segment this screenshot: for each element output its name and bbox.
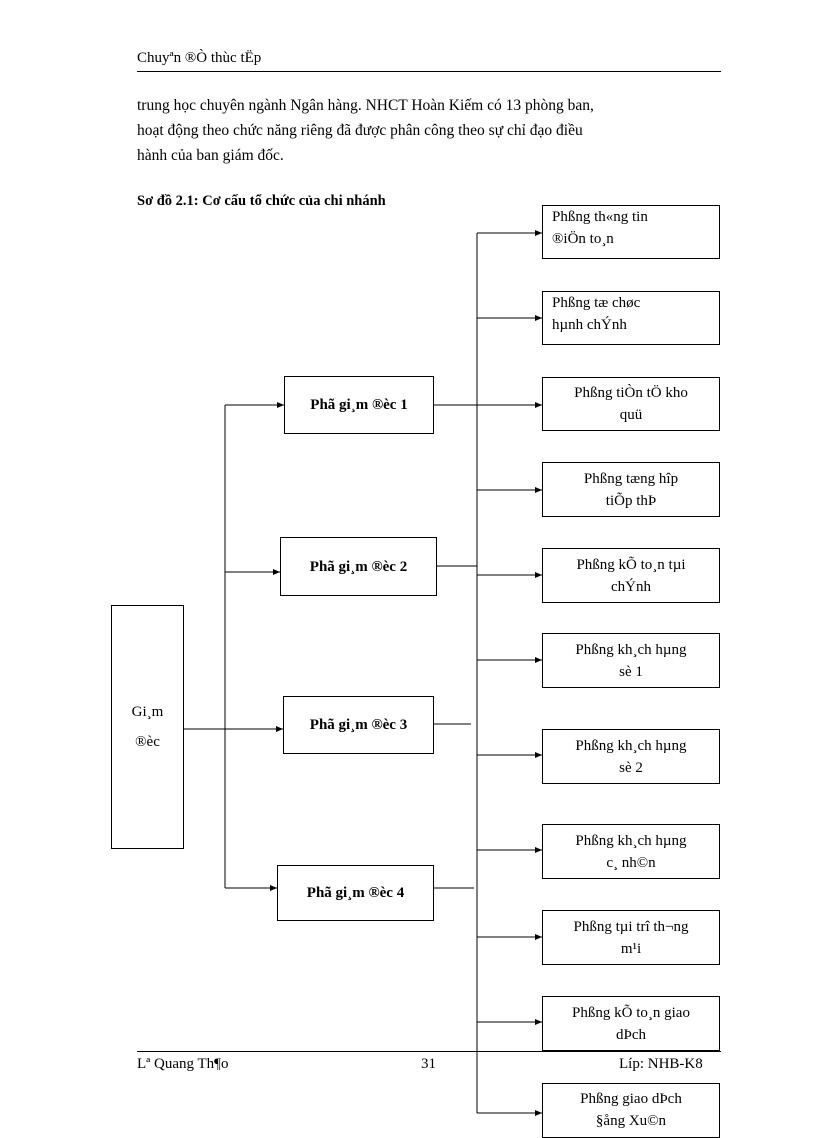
department-label: Phßng tµi trî th¬ng <box>573 918 689 935</box>
department-label: sè 1 <box>619 663 643 680</box>
footer-page-number: 31 <box>421 1056 436 1072</box>
department-box: Phßng kh¸ch hµng c¸ nh©n <box>542 824 720 879</box>
footer-author: Lª Quang Th¶o <box>137 1056 229 1072</box>
department-box: Phßng tiÒn tÖ kho quü <box>542 377 720 431</box>
department-box: Phßng kÕ to¸n tµi chÝnh <box>542 548 720 603</box>
director-label: Gi¸m <box>131 704 164 720</box>
body-paragraph: trung học chuyên ngành Ngân hàng. NHCT H… <box>137 93 721 168</box>
department-label: m¹i <box>620 940 642 957</box>
department-label: chÝnh <box>611 578 651 595</box>
paragraph-line: trung học chuyên ngành Ngân hàng. NHCT H… <box>137 97 594 114</box>
deputy-label: Phã gi¸m ®èc 3 <box>309 717 408 733</box>
department-label: quü <box>619 407 643 423</box>
department-label: dÞch <box>616 1026 646 1043</box>
deputy-box: Phã gi¸m ®èc 1 <box>284 376 434 434</box>
department-label: tiÕp thÞ <box>605 492 657 509</box>
department-box: Phßng giao dÞch §ång Xu©n <box>542 1083 720 1138</box>
department-label: sè 2 <box>619 759 643 776</box>
deputy-label: Phã gi¸m ®èc 2 <box>309 558 408 575</box>
department-label: Phßng th«ng tin <box>552 209 648 225</box>
department-label: Phßng kh¸ch hµng <box>575 832 687 849</box>
deputy-label: Phã gi¸m ®èc 4 <box>306 885 405 901</box>
department-box: Phßng tæ chøc hµnh chÝnh <box>542 291 720 345</box>
paragraph-line: hành của ban giám đốc. <box>137 147 284 164</box>
department-label: Phßng tæng hîp <box>583 470 679 487</box>
department-box: Phßng tæng hîp tiÕp thÞ <box>542 462 720 517</box>
department-label: Phßng kh¸ch hµng <box>575 641 687 658</box>
department-label: §ång Xu©n <box>595 1113 667 1129</box>
department-box: Phßng tµi trî th¬ng m¹i <box>542 910 720 965</box>
department-label: Phßng kh¸ch hµng <box>575 737 687 754</box>
diagram-caption: Sơ đồ 2.1: Cơ cấu tổ chức của chi nhánh <box>137 193 386 209</box>
department-box: Phßng kh¸ch hµng sè 2 <box>542 729 720 784</box>
deputy-box: Phã gi¸m ®èc 3 <box>283 696 434 754</box>
department-label: ®iÖn to¸n <box>552 231 614 247</box>
director-box: Gi¸m ®èc <box>111 605 184 849</box>
department-box: Phßng kh¸ch hµng sè 1 <box>542 633 720 688</box>
footer-rule <box>137 1051 721 1052</box>
department-label: Phßng tiÒn tÖ kho <box>574 385 688 401</box>
deputy-box: Phã gi¸m ®èc 4 <box>277 865 434 921</box>
department-label: hµnh chÝnh <box>552 317 627 333</box>
department-label: c¸ nh©n <box>606 854 656 871</box>
director-label: ®èc <box>135 734 160 750</box>
header-title: Chuyªn ®Ò thùc tËp <box>137 50 262 66</box>
department-label: Phßng kÕ to¸n giao <box>572 1004 690 1021</box>
paragraph-line: hoạt động theo chức năng riêng đã được p… <box>137 122 583 139</box>
department-label: Phßng tæ chøc <box>552 295 641 311</box>
header-rule <box>137 71 721 72</box>
department-label: Phßng giao dÞch <box>580 1091 682 1107</box>
footer-class: Líp: NHB-K8 <box>619 1056 703 1072</box>
department-box: Phßng kÕ to¸n giao dÞch <box>542 996 720 1051</box>
deputy-label: Phã gi¸m ®èc 1 <box>310 397 408 413</box>
department-label: Phßng kÕ to¸n tµi <box>576 556 686 573</box>
deputy-box: Phã gi¸m ®èc 2 <box>280 537 437 596</box>
department-box: Phßng th«ng tin ®iÖn to¸n <box>542 205 720 259</box>
